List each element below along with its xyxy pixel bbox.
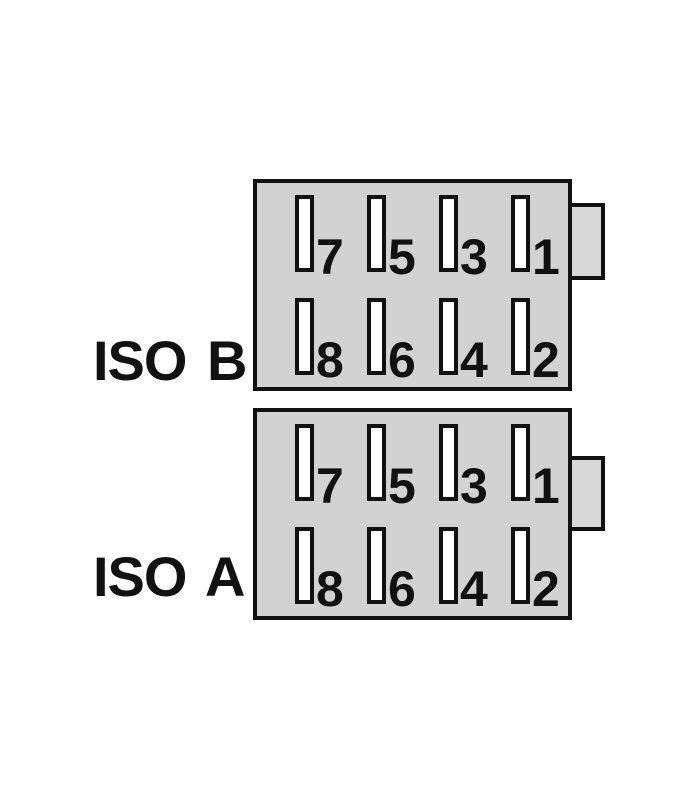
iso-b-pin-7: 7 (295, 195, 351, 282)
pin-slot (295, 298, 314, 375)
pin-number: 1 (532, 229, 560, 285)
pin-number: 3 (460, 229, 488, 285)
pin-slot (511, 424, 530, 501)
pin-slot (439, 424, 458, 501)
iso-a-pin-1: 1 (511, 424, 567, 511)
pin-slot (511, 298, 530, 375)
pin-number: 8 (316, 561, 344, 617)
pin-number: 6 (388, 332, 416, 388)
iso-b-pin-4: 4 (439, 298, 495, 385)
pin-slot (367, 195, 386, 272)
pin-number: 4 (460, 332, 488, 388)
iso-a-label: ISO A (93, 545, 245, 608)
pin-slot (367, 424, 386, 501)
pin-slot (295, 195, 314, 272)
pin-slot (295, 527, 314, 604)
iso-b-connector: 7 5 3 1 8 6 4 2 (253, 179, 605, 391)
pin-number: 1 (532, 458, 560, 514)
iso-b-pin-5: 5 (367, 195, 423, 282)
iso-b-locking-tab (572, 203, 605, 280)
pin-slot (295, 424, 314, 501)
pin-number: 2 (532, 332, 560, 388)
iso-b-pin-2: 2 (511, 298, 567, 385)
iso-b-pin-8: 8 (295, 298, 351, 385)
pin-number: 7 (316, 458, 344, 514)
iso-a-pin-2: 2 (511, 527, 567, 614)
iso-b-pin-6: 6 (367, 298, 423, 385)
iso-b-pin-3: 3 (439, 195, 495, 282)
iso-a-locking-tab (572, 456, 605, 531)
pin-slot (439, 298, 458, 375)
pin-slot (367, 527, 386, 604)
pin-number: 4 (460, 561, 488, 617)
pin-number: 6 (388, 561, 416, 617)
pin-slot (511, 195, 530, 272)
iso-b-label: ISO B (93, 329, 247, 392)
pin-number: 8 (316, 332, 344, 388)
pin-number: 7 (316, 229, 344, 285)
iso-a-pin-8: 8 (295, 527, 351, 614)
iso-a-pin-4: 4 (439, 527, 495, 614)
iso-a-pin-6: 6 (367, 527, 423, 614)
pin-slot (439, 195, 458, 272)
pin-number: 5 (388, 458, 416, 514)
iso-a-pin-5: 5 (367, 424, 423, 511)
iso-a-pin-3: 3 (439, 424, 495, 511)
pin-number: 5 (388, 229, 416, 285)
pin-number: 2 (532, 561, 560, 617)
iso-a-connector: 7 5 3 1 8 6 4 2 (253, 408, 605, 620)
pin-slot (367, 298, 386, 375)
iso-a-pin-7: 7 (295, 424, 351, 511)
iso-b-pin-1: 1 (511, 195, 567, 282)
pin-slot (511, 527, 530, 604)
pin-slot (439, 527, 458, 604)
pin-number: 3 (460, 458, 488, 514)
